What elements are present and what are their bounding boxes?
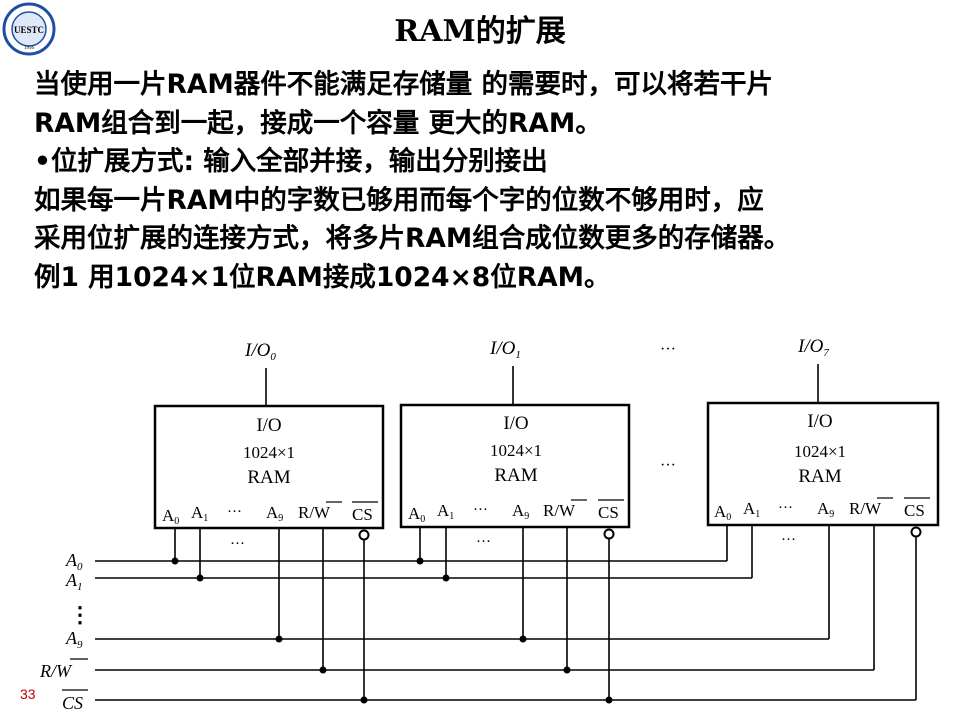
pin-a9: A9 — [266, 503, 283, 524]
bus-label-a1: A1 — [65, 570, 83, 593]
ram-chip: I/O1 I/O 1024×1 RAM A0 A1 ··· A9 R/W CS … — [399, 338, 631, 550]
output-label: I/O1 — [489, 338, 521, 361]
chip1-connections — [419, 527, 610, 700]
ram-chip: I/O0 I/O 1024×1 RAM A0 A1 ··· A9 R/W CS … — [153, 340, 385, 552]
pin-a9: A9 — [817, 499, 834, 520]
pin-cs: CS — [904, 501, 925, 520]
pin-rw: R/W — [543, 501, 576, 520]
bus-label-a0: A0 — [65, 550, 83, 573]
chip-size: 1024×1 — [243, 443, 295, 462]
output-ellipsis: ··· — [660, 341, 676, 358]
bus-label-rw: R/W — [39, 661, 73, 681]
output-label: I/O7 — [797, 336, 829, 359]
body-line: 例1 用1024×1位RAM接成1024×8位RAM。 — [34, 261, 611, 293]
chip-type: RAM — [494, 465, 537, 486]
logo-text: UESTC — [14, 25, 44, 35]
chip-io-pin: I/O — [807, 411, 832, 432]
pin-a1: A1 — [437, 501, 454, 522]
pin-dots: ··· — [473, 502, 488, 518]
bus-label-a9: A9 — [65, 628, 83, 651]
chip-io-pin: I/O — [256, 415, 281, 436]
chip0-connections — [174, 528, 365, 700]
pin-rw: R/W — [849, 499, 882, 518]
pin-gap-dots: ··· — [476, 534, 491, 550]
body-line: 当使用一片RAM器件不能满足存储量 的需要时，可以将若干片 — [34, 69, 774, 100]
chip7-connections — [726, 525, 917, 700]
pin-a0: A0 — [162, 506, 179, 527]
body-line: RAM组合到一起，接成一个容量 更大的RAM。 — [34, 107, 602, 139]
pin-dots: ··· — [227, 504, 242, 520]
pin-a1: A1 — [743, 499, 760, 520]
body-line: 如果每一片RAM中的字数已够用而每个字的位数不够用时，应 — [34, 184, 764, 216]
pin-rw: R/W — [298, 503, 331, 522]
slide-title: RAM的扩展 — [394, 14, 566, 49]
pin-a9: A9 — [512, 501, 529, 522]
chip-size: 1024×1 — [794, 442, 846, 461]
junction-dots — [171, 557, 613, 704]
page-number: 33 — [20, 686, 36, 702]
body-text: 当使用一片RAM器件不能满足存储量 的需要时，可以将若干片 RAM组合到一起，接… — [34, 66, 949, 298]
pin-gap-dots: ··· — [781, 532, 796, 548]
body-line: •位扩展方式: 输入全部并接，输出分别接出 — [34, 146, 548, 178]
pin-cs: CS — [352, 505, 373, 524]
pin-a1: A1 — [191, 503, 208, 524]
bus-lines — [95, 560, 916, 701]
pin-a0: A0 — [408, 504, 425, 525]
chip-type: RAM — [798, 466, 841, 487]
chip-size: 1024×1 — [490, 441, 542, 460]
university-logo: UESTC 1956 — [2, 2, 56, 56]
logo-year: 1956 — [24, 46, 35, 51]
chip-type: RAM — [247, 467, 290, 488]
bus-label-cs: CS — [62, 693, 83, 713]
chip-ellipsis: ··· — [660, 457, 676, 474]
chip-io-pin: I/O — [503, 413, 528, 434]
pin-cs: CS — [598, 503, 619, 522]
pin-a0: A0 — [714, 502, 731, 523]
ram-chip: I/O7 I/O 1024×1 RAM A0 A1 ··· A9 R/W CS … — [706, 336, 940, 548]
bus-label-vdots: ⋮ — [69, 602, 91, 627]
body-line: 采用位扩展的连接方式，将多片RAM组合成位数更多的存储器。 — [34, 223, 791, 255]
pin-dots: ··· — [778, 500, 793, 516]
pin-gap-dots: ··· — [230, 536, 245, 552]
output-label: I/O0 — [244, 340, 276, 363]
